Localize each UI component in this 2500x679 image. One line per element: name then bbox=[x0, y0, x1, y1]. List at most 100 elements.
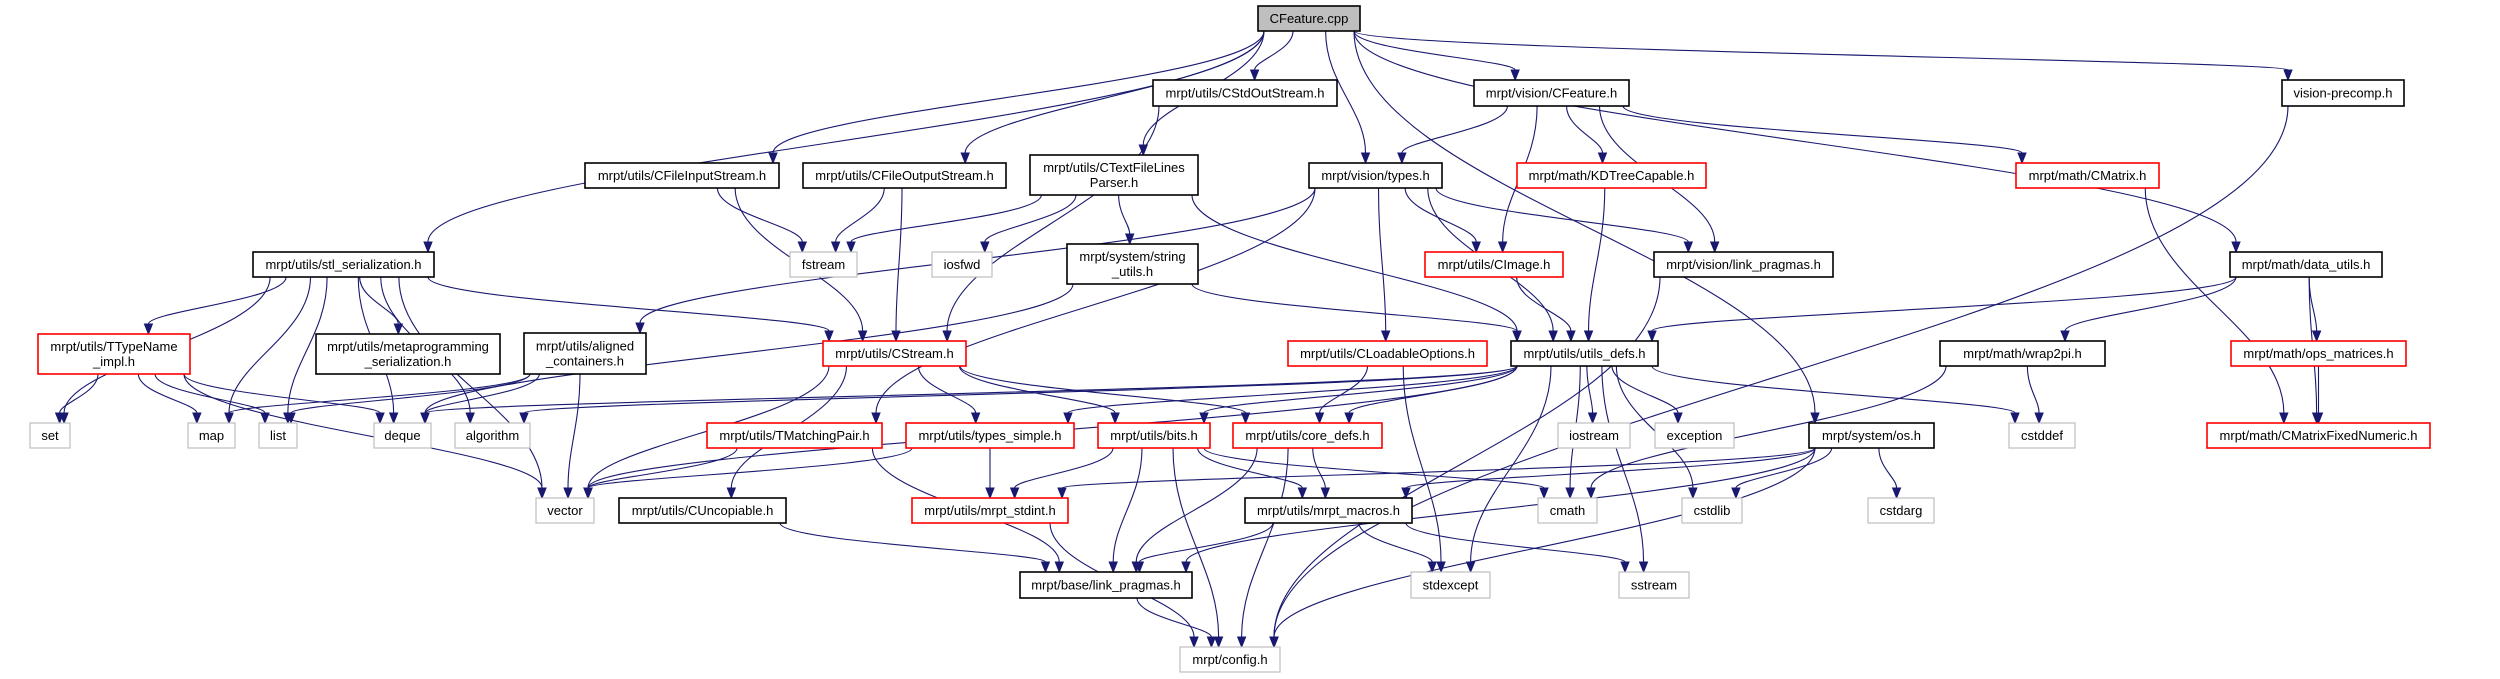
node-stdout[interactable]: mrpt/utils/CStdOutStream.h bbox=[1152, 79, 1338, 107]
arrowhead-icon bbox=[1240, 412, 1251, 425]
node-cstdarg: cstdarg bbox=[1867, 497, 1935, 524]
node-datautils[interactable]: mrpt/math/data_utils.h bbox=[2229, 251, 2383, 278]
node-bits[interactable]: mrpt/utils/bits.h bbox=[1097, 422, 1211, 449]
edge-ttype-to-deque bbox=[183, 373, 381, 414]
arrowhead-icon bbox=[797, 241, 808, 254]
node-cloadable[interactable]: mrpt/utils/CLoadableOptions.h bbox=[1287, 340, 1488, 367]
node-uncop[interactable]: mrpt/utils/CUncopiable.h bbox=[618, 497, 787, 524]
edge-tfl-to-iosfwd bbox=[984, 194, 1077, 243]
node-cstream[interactable]: mrpt/utils/CStream.h bbox=[822, 340, 967, 367]
node-cmath: cmath bbox=[1537, 497, 1598, 524]
node-sstream: sstream bbox=[1618, 571, 1690, 599]
node-os[interactable]: mrpt/system/os.h bbox=[1808, 422, 1935, 449]
arrowhead-icon bbox=[1269, 636, 1279, 649]
arrowhead-icon bbox=[1189, 636, 1199, 649]
node-cmfn[interactable]: mrpt/math/CMatrixFixedNumeric.h bbox=[2206, 422, 2431, 449]
node-iosfwd: iosfwd bbox=[931, 251, 993, 278]
edge-ttype-to-vector bbox=[183, 373, 543, 489]
node-map: map bbox=[187, 422, 236, 449]
arrowhead-icon bbox=[1380, 330, 1391, 343]
node-label: mrpt/utils/CImage.h bbox=[1438, 257, 1551, 272]
node-aligned[interactable]: mrpt/utils/aligned_containers.h bbox=[523, 332, 647, 375]
arrowhead-icon bbox=[375, 412, 385, 425]
edge-typessimple-to-vector bbox=[587, 447, 913, 489]
node-foutput[interactable]: mrpt/utils/CFileOutputStream.h bbox=[802, 162, 1007, 189]
node-ops[interactable]: mrpt/math/ops_matrices.h bbox=[2230, 340, 2407, 367]
node-tmatch[interactable]: mrpt/utils/TMatchingPair.h bbox=[706, 422, 883, 449]
edge-aligned-to-map bbox=[228, 373, 531, 414]
node-cmatrix[interactable]: mrpt/math/CMatrix.h bbox=[2015, 162, 2160, 189]
edge-os-to-stdint bbox=[1061, 447, 1816, 489]
node-box bbox=[2281, 79, 2405, 107]
node-baselink[interactable]: mrpt/base/link_pragmas.h bbox=[1019, 571, 1193, 599]
node-vfeat[interactable]: mrpt/vision/CFeature.h bbox=[1473, 79, 1630, 107]
edge-aligned-to-deque bbox=[424, 373, 540, 414]
node-box bbox=[1537, 497, 1598, 524]
node-box bbox=[1019, 571, 1193, 599]
arrowhead-icon bbox=[1731, 487, 1741, 500]
edge-utilsdefs-to-sstream bbox=[1601, 365, 1645, 563]
arrowhead-icon bbox=[224, 412, 234, 425]
node-box bbox=[1939, 340, 2106, 367]
node-finput[interactable]: mrpt/utils/CFileInputStream.h bbox=[584, 162, 780, 189]
node-box bbox=[258, 422, 298, 449]
node-label: mrpt/utils/CFileOutputStream.h bbox=[815, 168, 993, 183]
node-label: mrpt/utils/CFileInputStream.h bbox=[598, 168, 766, 183]
arrowhead-icon bbox=[2010, 412, 2020, 425]
node-vprecomp[interactable]: vision-precomp.h bbox=[2281, 79, 2405, 107]
edge-utilsdefs-to-stdexcept bbox=[1470, 365, 1552, 563]
arrowhead-icon bbox=[942, 330, 952, 343]
node-typessimple[interactable]: mrpt/utils/types_simple.h bbox=[905, 422, 1075, 449]
arrowhead-icon bbox=[1009, 487, 1020, 500]
node-label: mrpt/utils/CTextFileLines bbox=[1043, 160, 1185, 175]
edge-stl-to-meta bbox=[359, 276, 399, 325]
arrowhead-icon bbox=[1566, 330, 1576, 343]
node-label: iosfwd bbox=[944, 257, 981, 272]
edge-root-to-vfeat bbox=[1353, 30, 1516, 71]
node-label: mrpt/utils/stl_serialization.h bbox=[265, 257, 421, 272]
node-cstddef: cstddef bbox=[2008, 422, 2076, 449]
node-stdint[interactable]: mrpt/utils/mrpt_stdint.h bbox=[911, 497, 1069, 524]
node-kdtree[interactable]: mrpt/math/KDTreeCapable.h bbox=[1516, 162, 1707, 189]
node-utilsdefs[interactable]: mrpt/utils/utils_defs.h bbox=[1510, 340, 1659, 367]
node-vtypes[interactable]: mrpt/vision/types.h bbox=[1308, 162, 1443, 189]
node-macros[interactable]: mrpt/utils/mrpt_macros.h bbox=[1244, 497, 1413, 524]
node-stdexcept: stdexcept bbox=[1410, 571, 1491, 599]
node-vlink[interactable]: mrpt/vision/link_pragmas.h bbox=[1653, 251, 1834, 278]
arrowhead-icon bbox=[423, 241, 433, 254]
node-cimage[interactable]: mrpt/utils/CImage.h bbox=[1424, 251, 1564, 278]
node-config: mrpt/config.h bbox=[1179, 646, 1281, 673]
node-box bbox=[1516, 162, 1707, 189]
node-root[interactable]: CFeature.cpp bbox=[1257, 5, 1361, 32]
edge-utilsdefs-to-typessimple bbox=[1067, 365, 1518, 414]
arrowhead-icon bbox=[1436, 561, 1446, 574]
arrowhead-icon bbox=[2034, 412, 2044, 425]
arrowhead-icon bbox=[1040, 561, 1051, 574]
node-stl[interactable]: mrpt/utils/stl_serialization.h bbox=[252, 251, 435, 278]
node-label: vector bbox=[547, 503, 583, 518]
node-ttype[interactable]: mrpt/utils/TTypeName_impl.h bbox=[37, 333, 191, 375]
edge-macros-to-sstream bbox=[1405, 522, 1626, 563]
node-box bbox=[1473, 79, 1630, 107]
node-box bbox=[454, 422, 531, 449]
edge-tfl-to-strutils bbox=[1118, 194, 1131, 235]
arrowhead-icon bbox=[1810, 412, 1820, 425]
edge-coredefs-to-macros bbox=[1312, 447, 1326, 489]
node-box bbox=[37, 333, 191, 375]
arrowhead-icon bbox=[1199, 412, 1209, 425]
edge-foutput-to-fstream bbox=[835, 187, 885, 243]
arrowhead-icon bbox=[519, 412, 529, 425]
arrowhead-icon bbox=[1110, 412, 1120, 425]
node-label: mrpt/utils/CStream.h bbox=[835, 346, 953, 361]
arrowhead-icon bbox=[1181, 561, 1191, 574]
arrowhead-icon bbox=[192, 412, 202, 425]
arrowhead-icon bbox=[2231, 241, 2241, 254]
node-label: mrpt/config.h bbox=[1192, 652, 1267, 667]
node-strutils[interactable]: mrpt/system/string_utils.h bbox=[1066, 243, 1199, 285]
node-label: set bbox=[41, 428, 59, 443]
node-wrap2pi[interactable]: mrpt/math/wrap2pi.h bbox=[1939, 340, 2106, 367]
node-coredefs[interactable]: mrpt/utils/core_defs.h bbox=[1232, 422, 1383, 449]
node-meta[interactable]: mrpt/utils/metaprogramming_serialization… bbox=[315, 333, 501, 375]
